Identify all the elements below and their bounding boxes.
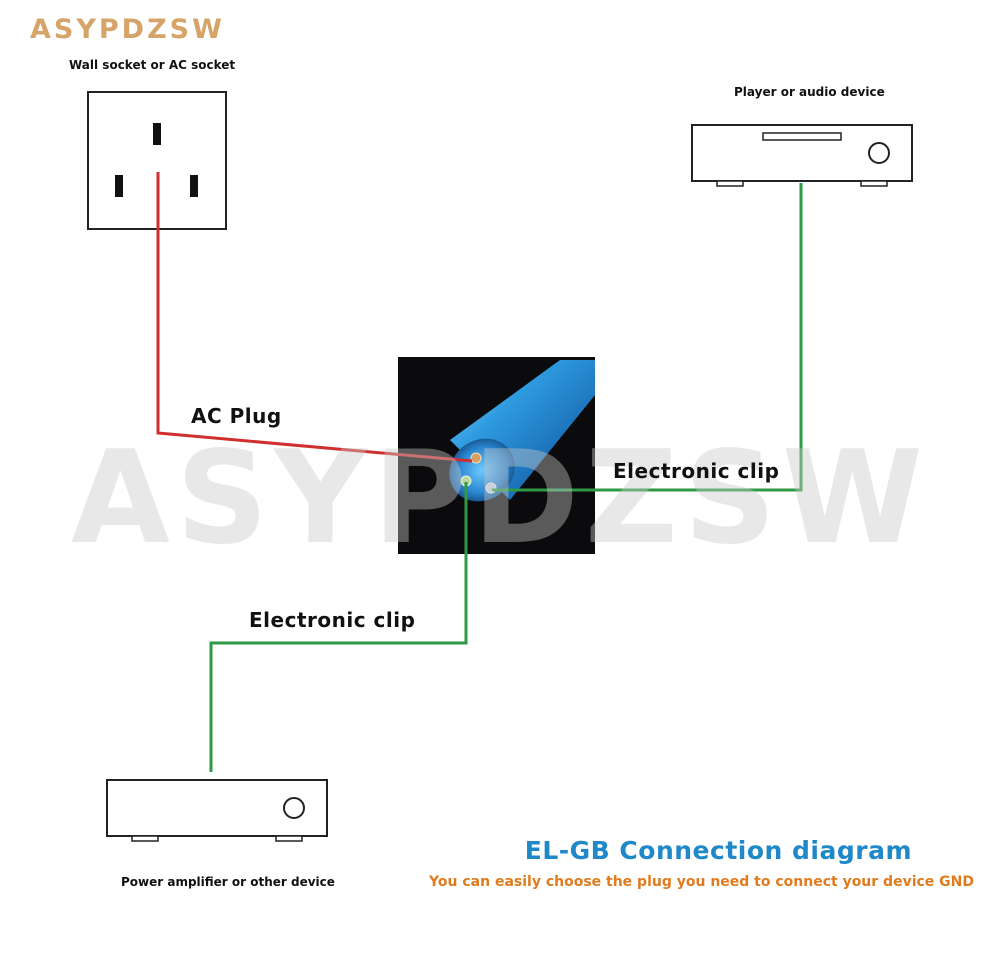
electronic-clip-right-label: Electronic clip — [613, 459, 780, 483]
ac-plug-label: AC Plug — [191, 404, 282, 428]
socket-live-pin — [115, 175, 123, 197]
product-ac-pin — [470, 452, 482, 464]
player-foot-right — [860, 180, 888, 187]
diagram-subtitle: You can easily choose the plug you need … — [429, 874, 974, 890]
product-photo — [398, 357, 595, 554]
amplifier-foot-right — [275, 835, 303, 842]
wall-socket-label: Wall socket or AC socket — [69, 58, 236, 72]
player-disc-slot — [762, 132, 842, 141]
player-foot-left — [716, 180, 744, 187]
ground-wire-amplifier — [209, 482, 468, 772]
player-knob — [868, 142, 890, 164]
diagram-title: EL-GB Connection diagram — [524, 836, 912, 865]
amplifier-label: Power amplifier or other device — [121, 875, 335, 889]
amplifier-foot-left — [131, 835, 159, 842]
amplifier-device — [106, 779, 328, 842]
socket-earth-pin — [153, 123, 161, 145]
player-label: Player or audio device — [734, 85, 885, 99]
electronic-clip-left-label: Electronic clip — [249, 608, 416, 632]
socket-neutral-pin — [190, 175, 198, 197]
ground-wire-player — [492, 183, 803, 492]
brand-logo: ASYPDZSW — [30, 14, 225, 45]
player-device — [691, 124, 913, 187]
amplifier-knob — [283, 797, 305, 819]
ac-wire — [156, 172, 473, 463]
